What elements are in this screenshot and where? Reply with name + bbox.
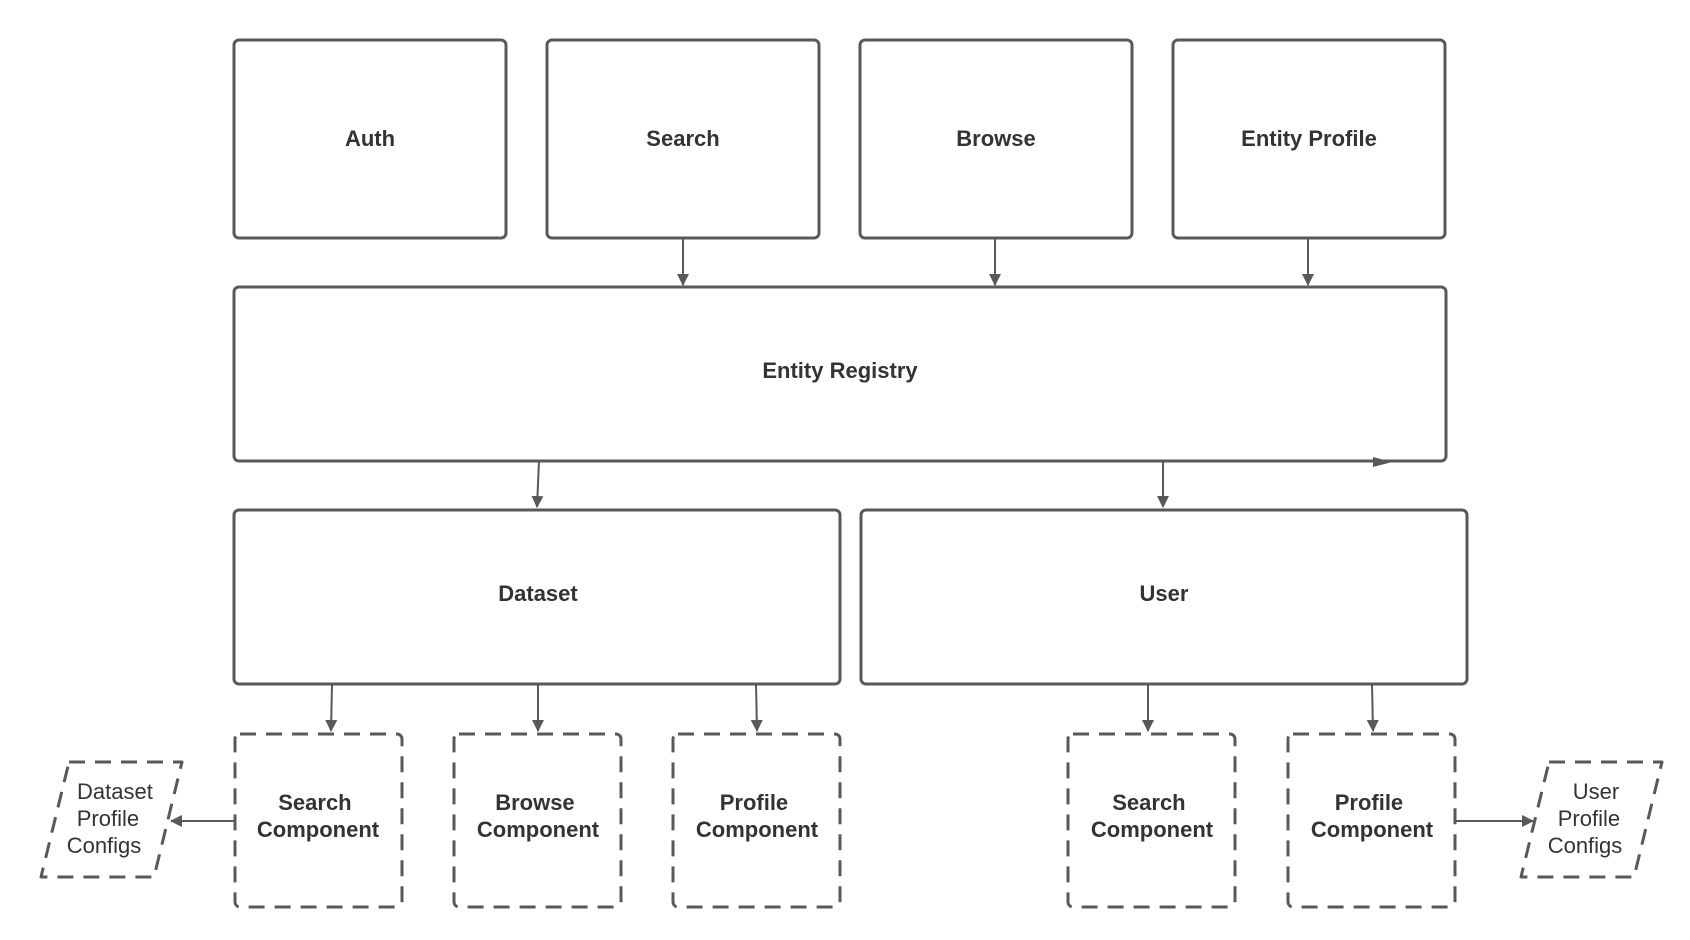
auth-module: Auth bbox=[232, 38, 508, 240]
dataset-profile-component: Profile Component bbox=[671, 732, 842, 909]
user-search-component: Search Component bbox=[1066, 732, 1237, 909]
dataset-profile-configs-label: Dataset Profile Configs bbox=[67, 779, 159, 858]
dataset-profile-configs: Dataset Profile Configs bbox=[39, 760, 184, 879]
browse-module: Browse bbox=[858, 38, 1134, 240]
dataset-label: Dataset bbox=[498, 581, 578, 606]
search-module: Search bbox=[545, 38, 821, 240]
registry-to-dataset-arrow bbox=[531, 460, 544, 508]
dataset-to-profile-component-arrow bbox=[750, 683, 763, 732]
dataset-to-search-component-arrow bbox=[325, 683, 338, 732]
registry-small-arrowhead bbox=[1373, 457, 1392, 467]
entity-profile-label: Entity Profile bbox=[1241, 126, 1377, 151]
entity-registry: Entity Registry bbox=[232, 285, 1448, 463]
user-profile-configs-label: User Profile Configs bbox=[1548, 779, 1627, 858]
dataset-browse-component: Browse Component bbox=[452, 732, 623, 909]
user-profile-configs: User Profile Configs bbox=[1519, 760, 1664, 879]
user-entity: User bbox=[859, 508, 1469, 686]
search-label: Search bbox=[646, 126, 719, 151]
dataset-search-component: Search Component bbox=[233, 732, 404, 909]
auth-label: Auth bbox=[345, 126, 395, 151]
dataset-profile-component-label: Profile Component bbox=[696, 790, 819, 842]
dataset-search-component-label: Search Component bbox=[257, 790, 380, 842]
dataset-entity: Dataset bbox=[232, 508, 842, 686]
user-to-profile-component-arrow bbox=[1366, 683, 1379, 732]
dataset-browse-component-label: Browse Component bbox=[477, 790, 600, 842]
user-label: User bbox=[1140, 581, 1189, 606]
browse-label: Browse bbox=[956, 126, 1035, 151]
user-profile-component: Profile Component bbox=[1286, 732, 1457, 909]
entity-profile-module: Entity Profile bbox=[1171, 38, 1447, 240]
user-profile-component-label: Profile Component bbox=[1311, 790, 1434, 842]
user-search-component-label: Search Component bbox=[1091, 790, 1214, 842]
entity-registry-label: Entity Registry bbox=[762, 358, 918, 383]
